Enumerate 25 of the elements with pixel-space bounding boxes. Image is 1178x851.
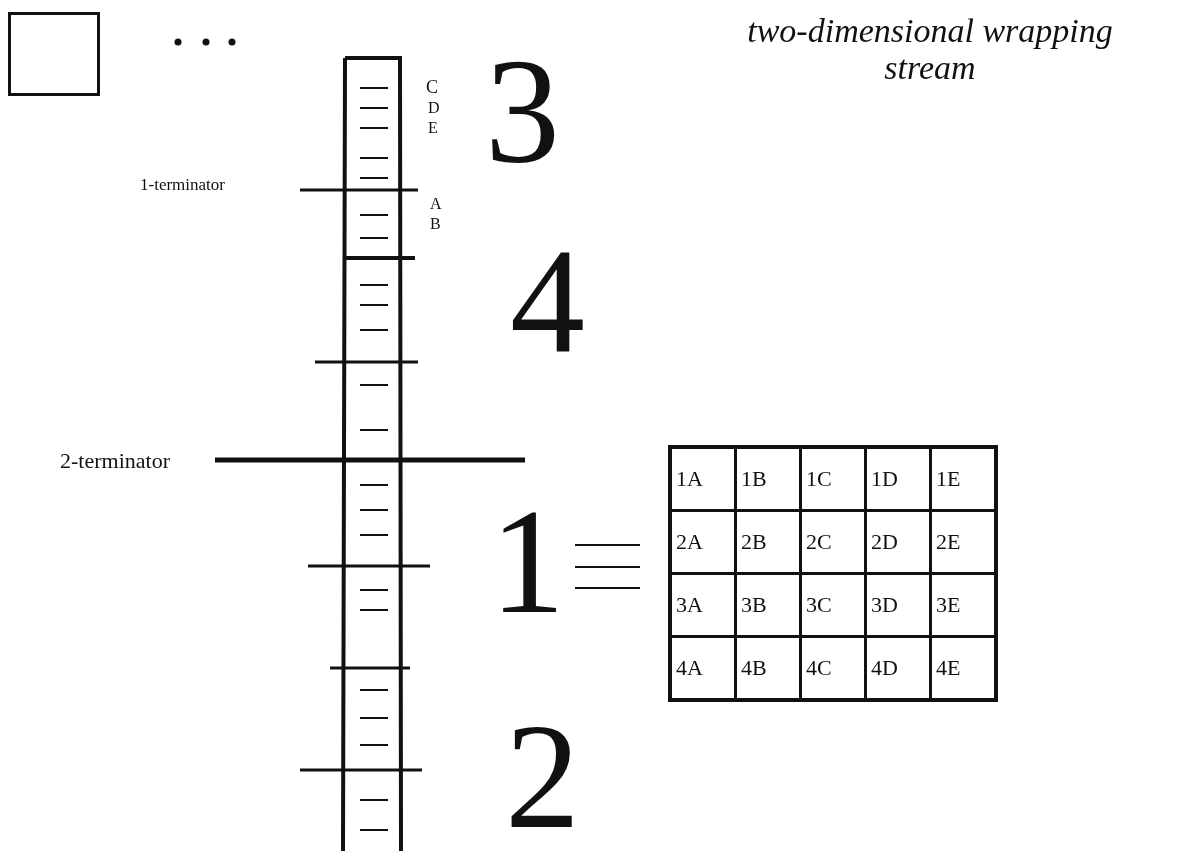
title: two-dimensional wrapping stream [746,12,1114,87]
table-cell: 2D [865,510,931,574]
big-number: 1 [490,505,565,618]
letter: A [430,196,442,212]
table-cell: 1C [800,447,866,511]
terminator-label: 2-terminator [60,450,170,472]
table-cell: 3C [800,573,866,637]
letter: B [430,216,441,232]
letter: C [426,78,438,96]
terminator-label: 1-terminator [140,176,225,193]
letter: D [428,100,440,116]
table-cell: 3B [735,573,801,637]
letter: E [428,120,438,136]
big-number: 3 [485,55,560,168]
table-cell: 3A [670,573,736,637]
table-cell: 2A [670,510,736,574]
table-cell: 1D [865,447,931,511]
table-cell: 1B [735,447,801,511]
big-number: 2 [505,720,580,833]
big-number: 4 [510,245,585,358]
empty-box [8,12,100,96]
table-cell: 3D [865,573,931,637]
table-cell: 2B [735,510,801,574]
table-cell: 2C [800,510,866,574]
table-cell: 1A [670,447,736,511]
